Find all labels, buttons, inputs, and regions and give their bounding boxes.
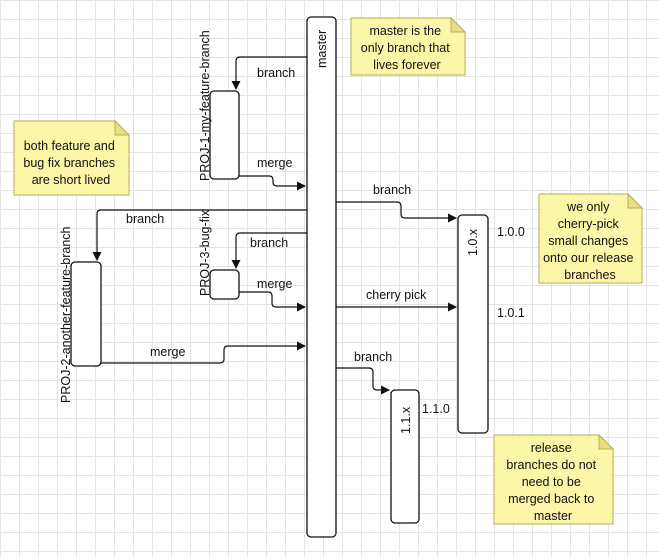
merge-connector-feature2: [101, 341, 306, 364]
version-label-100: 1.0.0: [497, 225, 525, 239]
bugfix-branch-bar[interactable]: [209, 269, 240, 300]
merge-label-bugfix: merge: [257, 277, 292, 291]
release-100-branch-bar[interactable]: [457, 214, 489, 434]
merge-label-feature1: merge: [257, 156, 292, 170]
sticky-note-cherry-pick: we only cherry-pick small changes onto o…: [538, 192, 644, 284]
sticky-note-release-text: release branches do not need to be merge…: [506, 441, 599, 523]
release-110-branch-bar[interactable]: [390, 389, 420, 524]
release-110-branch-label: 1.1.x: [399, 406, 413, 434]
master-branch-bar[interactable]: [306, 16, 337, 538]
feature1-branch-bar[interactable]: [209, 90, 240, 180]
version-label-101: 1.0.1: [497, 306, 525, 320]
version-label-110: 1.1.0: [422, 402, 450, 416]
branch-label-feature2: branch: [126, 212, 164, 226]
sticky-note-short-lived: both feature and bug fix branches are sh…: [13, 119, 131, 196]
sticky-note-cherry-pick-text: we only cherry-pick small changes onto o…: [543, 200, 637, 282]
master-branch-label: master: [315, 30, 329, 68]
release-100-branch-label: 1.0.x: [466, 228, 480, 256]
merge-connector-bugfix: [239, 291, 306, 312]
feature2-branch-label: PROJ-2-another-feature-branch: [59, 226, 73, 403]
bugfix-branch-label: PROJ-3-bug-fix: [198, 209, 212, 296]
sticky-note-master: master is the only branch that lives for…: [350, 16, 467, 76]
branch-connector-feature2: [92, 209, 307, 261]
feature2-branch-bar[interactable]: [70, 261, 102, 367]
branch-connector-release110: [336, 367, 390, 395]
feature1-branch-label: PROJ-1-my-feature-branch: [198, 30, 212, 181]
merge-connector-feature1: [239, 175, 306, 191]
branch-label-release100: branch: [373, 183, 411, 197]
branch-connector-bugfix: [231, 232, 307, 269]
branch-connector-release100: [336, 201, 457, 223]
branch-label-bugfix: branch: [250, 236, 288, 250]
branch-label-feature1: branch: [257, 66, 295, 80]
sticky-note-short-lived-text: both feature and bug fix branches are sh…: [23, 139, 118, 187]
cherry-pick-label: cherry pick: [366, 288, 427, 302]
branch-connector-feature1: [231, 56, 307, 90]
branch-label-release110: branch: [354, 350, 392, 364]
sticky-note-master-text: master is the only branch that lives for…: [361, 24, 453, 72]
merge-label-feature2: merge: [150, 345, 185, 359]
sticky-note-release: release branches do not need to be merge…: [493, 433, 615, 525]
